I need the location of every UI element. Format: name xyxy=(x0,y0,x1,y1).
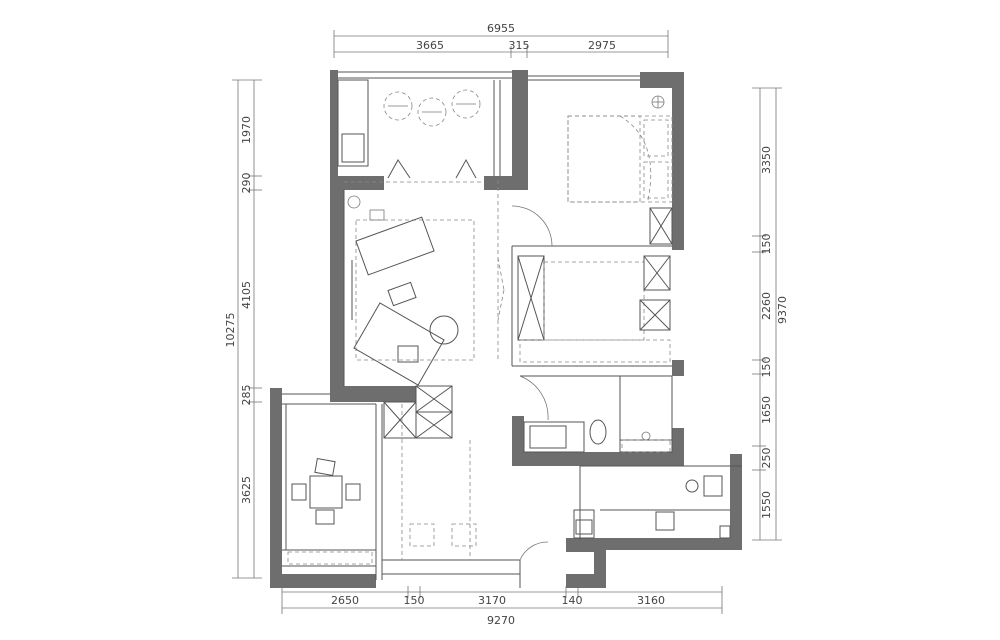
sink-icon xyxy=(641,431,651,441)
dim-right-seg-4: 150 xyxy=(760,357,773,378)
dim-bottom-seg-4: 140 xyxy=(562,594,583,607)
second-bedroom xyxy=(517,255,671,363)
dimension-left: 1970 290 4105 285 3625 10275 xyxy=(224,79,262,579)
bed xyxy=(543,261,645,341)
dim-bottom-seg-1: 2650 xyxy=(331,594,359,607)
dim-right-seg-7: 1550 xyxy=(760,491,773,519)
wall xyxy=(270,402,282,588)
dim-right-seg-1: 3350 xyxy=(760,146,773,174)
round-table xyxy=(383,91,413,121)
dining-table xyxy=(309,475,343,509)
dim-top-seg-3: 2975 xyxy=(588,39,616,52)
sofa xyxy=(353,302,445,386)
door-swing xyxy=(519,375,549,421)
dim-right-seg-2: 150 xyxy=(760,234,773,255)
dim-left-seg-2: 290 xyxy=(240,173,253,194)
stool xyxy=(655,511,675,531)
dimension-right: 3350 150 2260 150 1650 250 1550 9370 xyxy=(752,87,789,541)
chair-icon xyxy=(455,158,477,179)
rug xyxy=(355,219,475,361)
door-swing xyxy=(511,205,553,247)
armchair xyxy=(387,281,417,307)
desk-chair xyxy=(703,475,723,497)
balcony xyxy=(383,80,501,179)
dim-right-seg-5: 1650 xyxy=(760,396,773,424)
dining-room xyxy=(287,457,373,565)
wall xyxy=(730,454,742,550)
wall xyxy=(594,538,742,550)
dimension-bottom: 2650 150 3170 140 3160 9270 xyxy=(281,586,723,627)
dim-bottom-seg-3: 3170 xyxy=(478,594,506,607)
round-table xyxy=(417,97,447,127)
wall xyxy=(512,452,682,466)
outline-lines xyxy=(282,71,742,588)
armchair xyxy=(397,345,419,363)
wall xyxy=(672,428,684,466)
chair-icon xyxy=(314,457,336,477)
dim-right-seg-3: 2260 xyxy=(760,292,773,320)
study-corner xyxy=(655,475,723,531)
wall xyxy=(672,240,684,250)
dim-bottom-seg-5: 3160 xyxy=(637,594,665,607)
person-icon xyxy=(685,479,699,493)
dim-bottom-total: 9270 xyxy=(487,614,515,627)
wall xyxy=(330,386,416,402)
stool xyxy=(451,523,477,547)
wall xyxy=(330,70,338,180)
toilet-icon xyxy=(589,419,607,445)
wardrobe xyxy=(649,207,673,245)
wall xyxy=(566,574,606,588)
chair-icon xyxy=(345,483,361,501)
chair-icon xyxy=(291,483,307,501)
dim-right-total: 9370 xyxy=(776,296,789,324)
dim-top-seg-1: 3665 xyxy=(416,39,444,52)
sofa xyxy=(355,216,435,276)
wall xyxy=(672,360,684,376)
dim-left-seg-5: 3625 xyxy=(240,476,253,504)
dim-top-total: 6955 xyxy=(487,22,515,35)
dim-bottom-seg-2: 150 xyxy=(404,594,425,607)
wall xyxy=(270,388,282,404)
chair-icon xyxy=(315,509,335,525)
dimension-top: 6955 3665 315 2975 xyxy=(333,22,669,58)
wall xyxy=(270,574,376,588)
wall xyxy=(672,72,684,240)
dim-left-seg-1: 1970 xyxy=(240,116,253,144)
plant-icon xyxy=(347,195,361,209)
bathroom xyxy=(589,419,671,453)
hallway xyxy=(401,404,549,561)
dim-left-seg-3: 4105 xyxy=(240,281,253,309)
round-table xyxy=(451,89,481,119)
walls xyxy=(270,70,742,588)
wall xyxy=(512,70,528,190)
bed xyxy=(567,115,673,203)
living-room xyxy=(347,180,553,421)
master-bedroom xyxy=(567,95,673,245)
dim-top-seg-2: 315 xyxy=(509,39,530,52)
dim-left-seg-4: 285 xyxy=(240,385,253,406)
wall xyxy=(330,176,384,190)
dim-left-total: 10275 xyxy=(224,313,237,348)
coffee-table xyxy=(429,315,459,345)
stool xyxy=(409,523,435,547)
wall xyxy=(330,190,344,390)
chair-icon xyxy=(387,159,411,179)
door-swing xyxy=(519,541,549,561)
dim-right-seg-6: 250 xyxy=(760,448,773,469)
